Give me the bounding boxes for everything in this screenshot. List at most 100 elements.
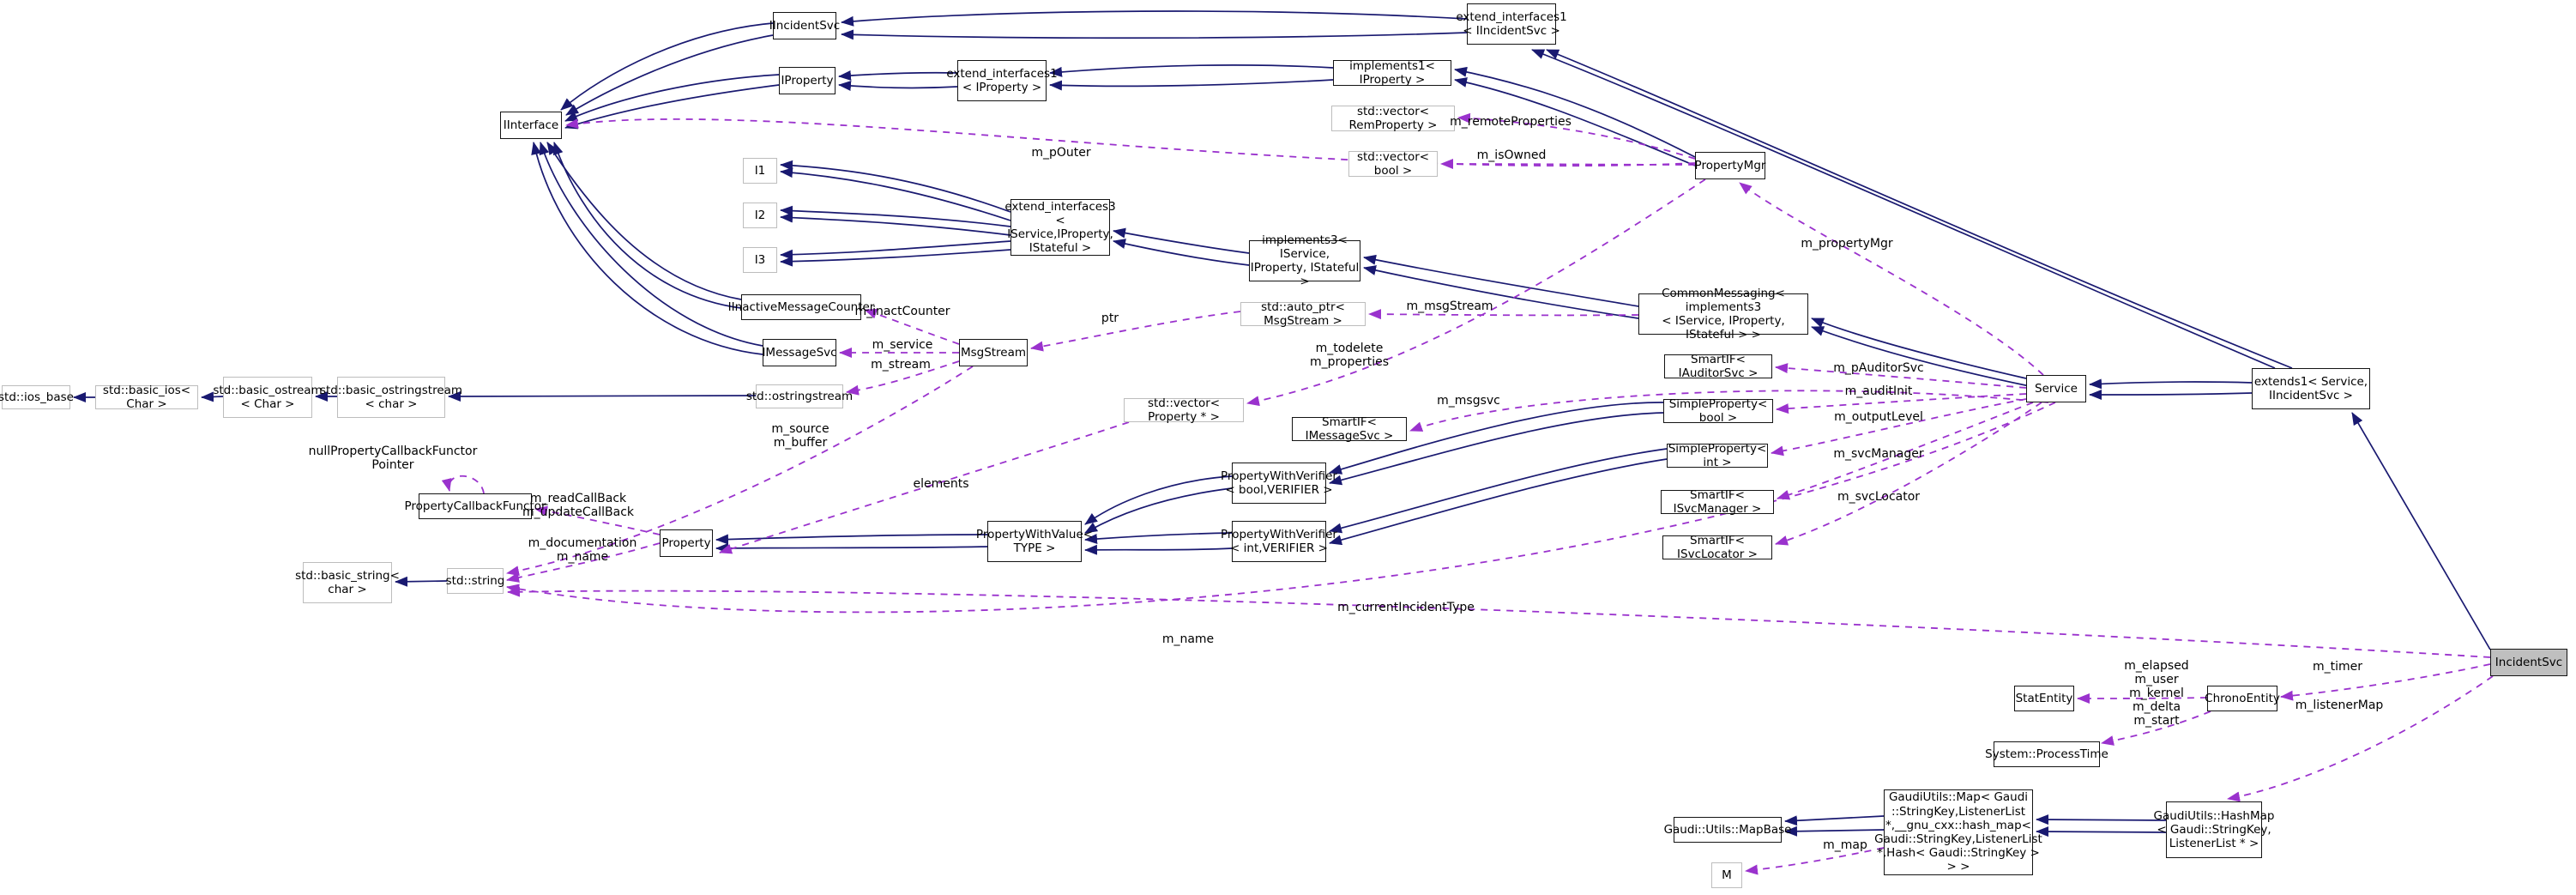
- class-node-propertywithverifier-int[interactable]: PropertyWithVerifier < int,VERIFIER >: [1221, 521, 1337, 562]
- class-node-vector-remproperty[interactable]: std::vector< RemProperty >: [1331, 105, 1455, 132]
- edge-label-m_msgsvc: m_msgsvc: [1437, 393, 1500, 408]
- class-node-service[interactable]: Service: [2026, 375, 2086, 402]
- edge-usage-incidentsvc-to-gaudiutils-hashmap: [2227, 675, 2494, 802]
- edge-label-nullPropertyCallbackFunctor: nullPropertyCallbackFunctor Pointer: [308, 444, 478, 472]
- class-node-gaudiutils-hashmap[interactable]: GaudiUtils::HashMap < Gaudi::StringKey, …: [2154, 801, 2274, 858]
- edge-usage-msgstream-to-std-string: [506, 366, 974, 577]
- class-node-msgstream[interactable]: MsgStream: [959, 339, 1028, 366]
- class-node-i3[interactable]: I3: [743, 247, 777, 273]
- class-node-extend-interfaces1-iproperty[interactable]: extend_interfaces1 < IProperty >: [946, 60, 1058, 101]
- edge-inheritance-propertywithvalue-to-property: [715, 542, 988, 553]
- edge-inheritance-extend-interfaces1-iincidentsvc-to-iincidentsvc: [841, 10, 1468, 27]
- class-node-iinactivemessagecounter[interactable]: IInactiveMessageCounter: [728, 294, 874, 320]
- edge-usage-commonmessaging-to-auto-ptr-msgstream: [1368, 309, 1639, 320]
- class-node-vector-property-ptr[interactable]: std::vector< Property * >: [1124, 396, 1244, 424]
- class-node-ios-base[interactable]: std::ios_base: [0, 385, 74, 409]
- class-node-i2[interactable]: I2: [743, 203, 777, 228]
- class-node-imessagesvc[interactable]: IMessageSvc: [762, 339, 837, 366]
- edge-label-m_name: m_name: [1161, 632, 1215, 646]
- edge-inheritance-implements1-iproperty-to-extend-interfaces1-iproperty: [1049, 64, 1334, 77]
- edge-label-m_inactCounter: m_inactCounter: [854, 304, 950, 318]
- class-node-gaudiutils-map[interactable]: GaudiUtils::Map< Gaudi ::StringKey,Liste…: [1874, 789, 2042, 875]
- edge-inheritance-imessagesvc-to-iinterface: [531, 142, 763, 355]
- edge-inheritance-std-string-to-basic-string: [395, 576, 448, 587]
- class-node-iincidentsvc[interactable]: IIncidentSvc: [769, 12, 840, 39]
- edge-label-elements: elements: [913, 476, 969, 491]
- edge-label-m_map: m_map: [1823, 838, 1867, 852]
- class-node-basic-ios[interactable]: std::basic_ios< Char >: [95, 384, 198, 411]
- class-node-chronoentity[interactable]: ChronoEntity: [2205, 686, 2280, 711]
- edge-inheritance-extend-interfaces3-to-i3: [780, 249, 1011, 267]
- edge-inheritance-iproperty-to-iinterface: [564, 84, 780, 130]
- class-node-simpleproperty-int[interactable]: SimpleProperty< int >: [1667, 441, 1768, 469]
- edge-inheritance-simpleproperty-bool-to-propertywithverifier-bool: [1329, 412, 1664, 486]
- class-node-auto-ptr-msgstream[interactable]: std::auto_ptr< MsgStream >: [1240, 300, 1366, 328]
- edge-usage-propertymgr-to-iinterface: [565, 118, 1696, 167]
- class-node-ostringstream[interactable]: std::ostringstream: [746, 384, 853, 408]
- class-node-smartif-iauditorsvc[interactable]: SmartIF< IAuditorSvc >: [1664, 353, 1772, 380]
- edge-inheritance-iincidentsvc-to-iinterface: [560, 22, 774, 111]
- class-node-basic-string[interactable]: std::basic_string< char >: [295, 562, 400, 603]
- class-node-iproperty[interactable]: IProperty: [779, 67, 836, 94]
- edge-label-m_elapsed: m_elapsed m_user m_kernel m_delta m_star…: [2124, 658, 2189, 729]
- class-node-commonmessaging[interactable]: CommonMessaging< implements3 < IService,…: [1638, 287, 1808, 342]
- class-node-propertywithverifier-bool[interactable]: PropertyWithVerifier < bool,VERIFIER >: [1221, 463, 1337, 504]
- class-node-basic-ostream[interactable]: std::basic_ostream < Char >: [213, 377, 323, 418]
- class-node-implements1-iproperty[interactable]: implements1< IProperty >: [1333, 59, 1451, 87]
- edge-inheritance-extends1-to-extend-interfaces1-iincidentsvc: [1531, 49, 2276, 369]
- edge-inheritance-service-to-commonmessaging: [1811, 326, 2030, 387]
- edge-group: [73, 10, 2494, 875]
- edge-inheritance-iincidentsvc-to-iinterface: [565, 34, 774, 116]
- edge-usage-incidentsvc-to-chronoentity: [2280, 663, 2491, 701]
- edge-usage-auto-ptr-msgstream-to-msgstream: [1030, 311, 1241, 352]
- class-node-iinterface[interactable]: IInterface: [500, 112, 562, 139]
- class-node-propertycallbackfunctor[interactable]: PropertyCallbackFunctor: [404, 493, 546, 519]
- class-node-extends1[interactable]: extends1< Service, IIncidentSvc >: [2252, 368, 2370, 409]
- edge-label-m_svcManager: m_svcManager: [1833, 446, 1924, 461]
- edge-inheritance-extend-interfaces1-iproperty-to-iproperty: [838, 81, 958, 91]
- class-node-system-processtime[interactable]: System::ProcessTime: [1985, 741, 2108, 767]
- edge-inheritance-propertywithverifier-bool-to-propertywithvalue: [1084, 487, 1233, 534]
- edge-usage-service-to-smartif-iauditorsvc: [1775, 363, 2027, 389]
- edge-inheritance-gaudiutils-hashmap-to-gaudiutils-map: [2036, 814, 2167, 825]
- class-node-property[interactable]: Property: [660, 529, 713, 557]
- edge-inheritance-gaudiutils-map-to-gaudi-utils-mapbase: [1784, 815, 1885, 826]
- edge-inheritance-propertywithvalue-to-property: [715, 534, 988, 545]
- class-node-basic-ostringstream[interactable]: std::basic_ostringstream < char >: [320, 377, 462, 418]
- edge-inheritance-commonmessaging-to-implements3: [1363, 265, 1639, 319]
- edge-usage-incidentsvc-to-std-string: [507, 586, 2491, 658]
- class-node-statentity[interactable]: StatEntity: [2014, 686, 2074, 711]
- edge-usage-vector-property-ptr-to-property: [719, 421, 1130, 554]
- class-node-m[interactable]: M: [1711, 862, 1742, 888]
- edge-inheritance-propertymgr-to-implements1-iproperty: [1454, 77, 1696, 166]
- edge-inheritance-extends1-to-extend-interfaces1-iincidentsvc: [1546, 49, 2293, 369]
- edge-inheritance-extend-interfaces1-iproperty-to-iproperty: [838, 70, 958, 81]
- class-node-vector-bool[interactable]: std::vector< bool >: [1348, 150, 1438, 178]
- edge-inheritance-service-to-commonmessaging: [1811, 317, 2027, 379]
- edge-label-m_stream: m_stream: [871, 357, 931, 372]
- edge-inheritance-implements3-to-extend-interfaces3: [1113, 239, 1250, 266]
- class-node-propertymgr[interactable]: PropertyMgr: [1695, 152, 1765, 179]
- class-node-incidentsvc[interactable]: IncidentSvc: [2490, 649, 2567, 676]
- edge-label-m_listenerMap: m_listenerMap: [2295, 698, 2384, 712]
- edge-label-m_svcLocator: m_svcLocator: [1837, 489, 1921, 504]
- edge-inheritance-simpleproperty-int-to-propertywithverifier-int: [1329, 458, 1668, 546]
- class-node-implements3[interactable]: implements3< IService, IProperty, IState…: [1249, 233, 1360, 289]
- class-node-propertywithvalue[interactable]: PropertyWithValue< TYPE >: [976, 521, 1093, 562]
- edge-inheritance-simpleproperty-bool-to-propertywithverifier-bool: [1329, 402, 1664, 475]
- edge-usage-service-to-smartif-imessagesvc: [1409, 390, 2049, 432]
- class-node-smartif-imessagesvc[interactable]: SmartIF< IMessageSvc >: [1292, 415, 1407, 443]
- class-node-extend-interfaces1-iincidentsvc[interactable]: extend_interfaces1 < IIncidentSvc >: [1456, 3, 1567, 45]
- class-node-simpleproperty-bool[interactable]: SimpleProperty< bool >: [1663, 397, 1773, 425]
- class-node-i1[interactable]: I1: [743, 158, 777, 184]
- class-node-smartif-isvcmanager[interactable]: SmartIF< ISvcManager >: [1661, 488, 1774, 516]
- class-node-smartif-isvclocator[interactable]: SmartIF< ISvcLocator >: [1662, 534, 1772, 561]
- class-node-gaudi-utils-mapbase[interactable]: Gaudi::Utils::MapBase: [1664, 817, 1791, 843]
- edge-usage-property-to-propertycallbackfunctor: [534, 505, 661, 535]
- class-node-std-string[interactable]: std::string: [446, 568, 504, 594]
- edge-label-m_isOwned: m_isOwned: [1476, 148, 1547, 162]
- edge-inheritance-iinactivemessagecounter-to-iinterface: [552, 142, 742, 309]
- edge-label-m_auditInit: m_auditInit: [1844, 384, 1913, 398]
- edge-inheritance-imessagesvc-to-iinterface: [539, 142, 763, 347]
- class-node-extend-interfaces3[interactable]: extend_interfaces3 < IService,IProperty,…: [1004, 199, 1116, 256]
